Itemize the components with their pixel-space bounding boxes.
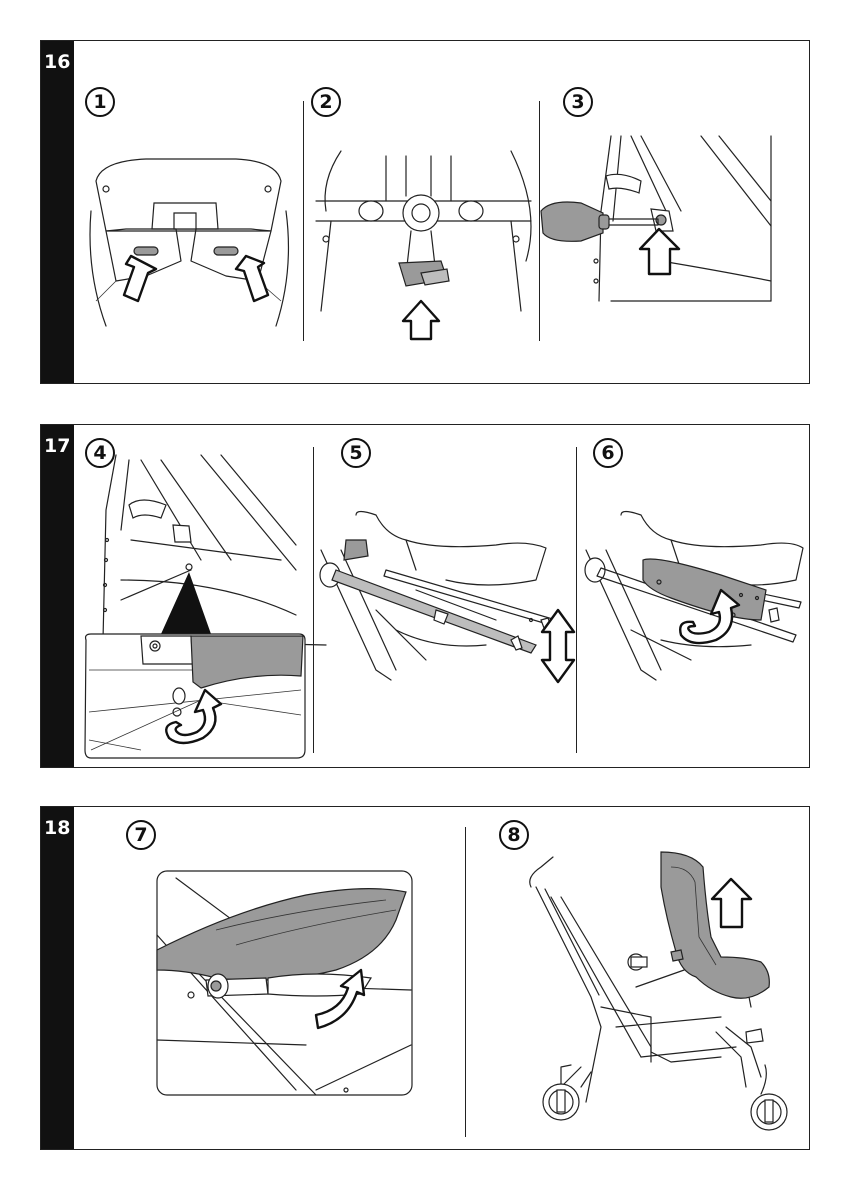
panel-17-number-tab: 17 [41,425,74,767]
panel-18-number: 18 [44,817,70,839]
step-2-illustration [311,151,536,341]
step-4-illustration [81,450,311,760]
step-3-illustration [541,131,781,311]
step-5-illustration [316,510,571,710]
step-6-illustration [581,510,806,710]
step-8-badge: 8 [499,820,529,850]
panel-16: 16 1 2 3 [40,40,810,384]
up-arrow-icon [712,879,751,927]
step-divider [539,101,540,341]
panel-16-number-tab: 16 [41,41,74,383]
up-arrow-icon [124,256,156,301]
panel-17-number: 17 [44,435,70,457]
step-8-illustration [521,847,781,1147]
step-divider [303,101,304,341]
step-7-illustration [156,870,416,1100]
step-6-badge: 6 [593,438,623,468]
up-arrow-icon [640,229,679,274]
step-divider [576,447,577,753]
step-2-badge: 2 [311,87,341,117]
step-1-illustration [86,151,296,331]
step-5-badge: 5 [341,438,371,468]
step-1-badge: 1 [85,87,115,117]
panel-18-number-tab: 18 [41,807,74,1149]
panel-17: 17 4 5 6 [40,424,810,768]
step-divider [313,447,314,753]
step-3-badge: 3 [563,87,593,117]
panel-16-number: 16 [44,51,70,73]
step-7-badge: 7 [126,820,156,850]
step-divider [465,827,466,1137]
panel-18: 18 7 8 [40,806,810,1150]
up-arrow-icon [403,301,439,339]
